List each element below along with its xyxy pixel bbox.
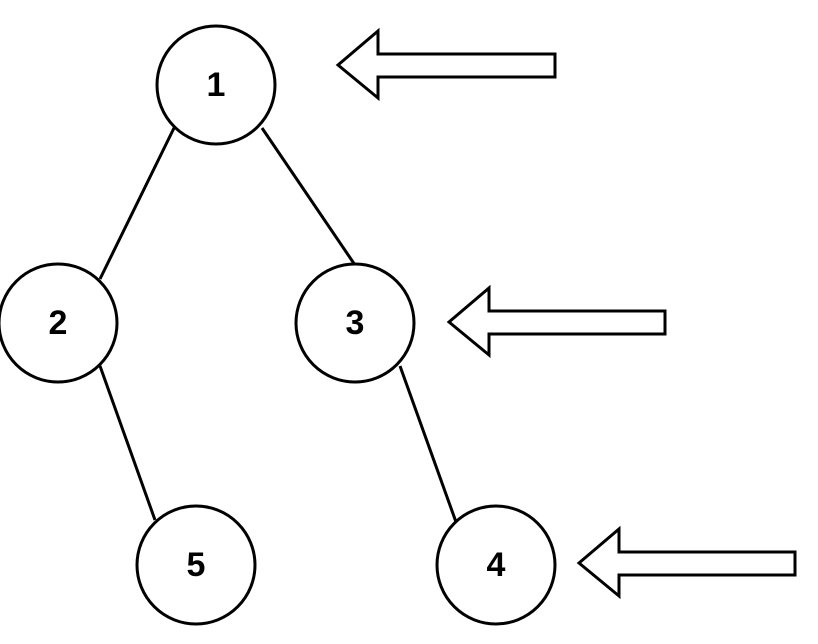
tree-node-5: 5	[135, 504, 257, 626]
tree-node-4: 4	[435, 504, 557, 626]
tree-node-3: 3	[294, 262, 416, 384]
arrow-pointer-node-3	[446, 284, 667, 359]
arrow-pointer-node-4	[576, 525, 797, 600]
arrow-pointer-node-1	[335, 27, 557, 102]
edge-1-2	[98, 127, 176, 280]
node-label-3: 3	[346, 304, 365, 342]
node-label-4: 4	[487, 546, 506, 584]
edge-1-3	[260, 127, 357, 266]
node-label-1: 1	[207, 66, 226, 104]
node-label-2: 2	[49, 304, 68, 342]
node-label-5: 5	[187, 546, 206, 584]
edge-3-4	[398, 365, 458, 523]
tree-node-1: 1	[155, 24, 277, 146]
edge-2-5	[98, 365, 157, 521]
tree-node-2: 2	[0, 262, 119, 384]
